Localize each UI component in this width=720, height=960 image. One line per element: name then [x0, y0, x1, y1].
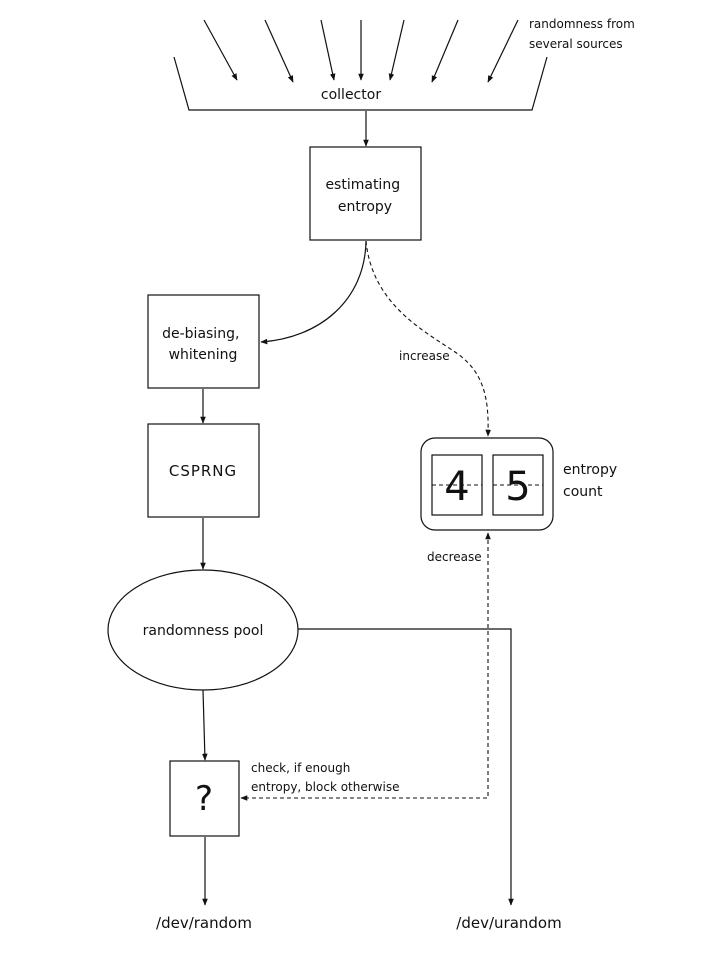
source-arrow: [264, 19, 294, 83]
decrease-arrow: [240, 532, 491, 801]
estimating-entropy-box: [309, 146, 422, 241]
check-box: [169, 760, 240, 837]
source-arrow: [203, 19, 238, 81]
check-note-label: check, if enough entropy, block otherwis…: [251, 761, 399, 794]
estimator-to-debias-arrow: [260, 240, 367, 345]
entropy-count-label: entropy count: [563, 462, 622, 500]
collector-label: collector: [321, 87, 381, 103]
pool-to-check-arrow: [202, 689, 208, 761]
csprng-box: [147, 423, 260, 518]
dev-urandom-label: /dev/urandom: [456, 914, 561, 932]
entropy-digit: 4: [444, 464, 469, 510]
source-arrows: [203, 19, 519, 83]
debiasing-box: [147, 294, 260, 389]
collector-tray: [173, 56, 548, 111]
source-arrow: [431, 19, 459, 83]
increase-arrow: [365, 240, 491, 437]
decrease-label: decrease: [427, 550, 482, 564]
entropy-counter: 4 5: [420, 437, 554, 531]
source-arrow: [320, 19, 336, 81]
debiasing-label: de-biasing, whitening: [162, 326, 244, 363]
estimating-entropy-label: estimating entropy: [325, 177, 404, 215]
entropy-digit: 5: [505, 464, 530, 510]
csprng-label: CSPRNG: [169, 462, 237, 480]
source-arrow: [388, 19, 405, 81]
dev-random-label: /dev/random: [156, 914, 252, 932]
source-arrow: [487, 19, 519, 83]
increase-label: increase: [399, 349, 450, 363]
randomness-pool-label: randomness pool: [143, 623, 264, 639]
question-mark-icon: ?: [195, 779, 213, 819]
sources-label: randomness from several sources: [529, 17, 639, 51]
